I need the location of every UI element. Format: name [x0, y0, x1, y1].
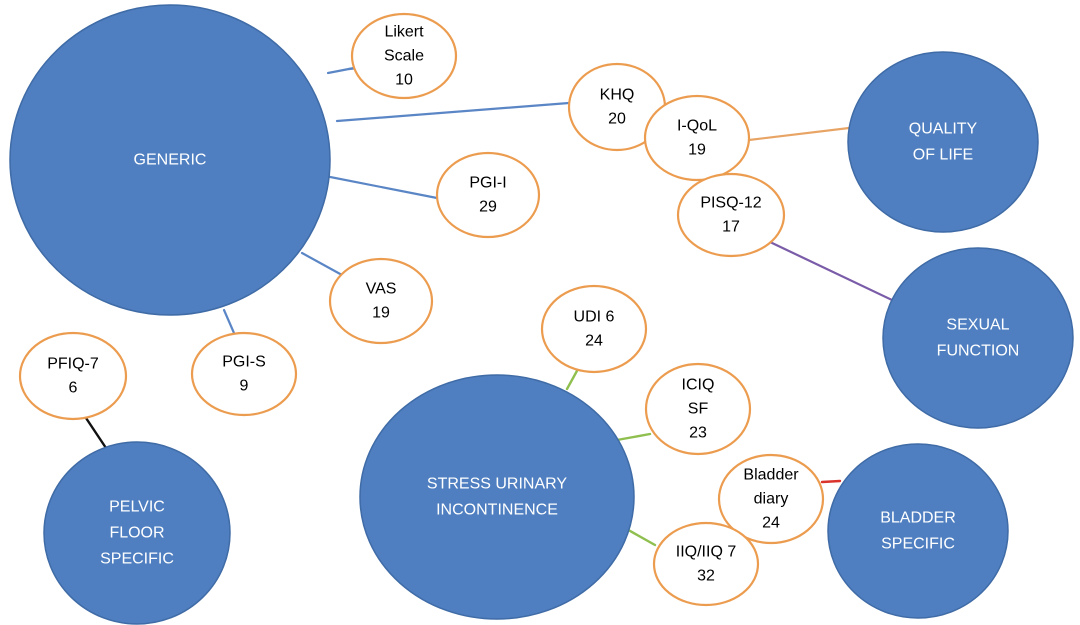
category-label-line: GENERIC	[134, 152, 207, 169]
instrument-circle	[676, 172, 786, 258]
instrument-label-line: IIQ/IIQ 7	[676, 544, 737, 561]
instrument-label-line: 19	[372, 305, 390, 322]
category-circle	[847, 51, 1039, 233]
category-label-line: BLADDER	[880, 510, 956, 527]
instrument-label-line: 24	[762, 515, 780, 532]
category-label-line: STRESS URINARY	[427, 476, 568, 493]
category-label-line: INCONTINENCE	[436, 502, 558, 519]
instrument-label-line: ICIQ	[682, 377, 715, 394]
connector-line	[335, 101, 571, 123]
category-label-line: FUNCTION	[937, 343, 1020, 360]
instrument-circle	[540, 284, 648, 374]
instrument-node-iqol: I-QoL 19	[643, 94, 751, 182]
instrument-label-line: SF	[688, 401, 709, 418]
category-label-line: QUALITY	[909, 121, 978, 138]
instrument-node-pgis: PGI-S 9	[190, 331, 298, 417]
connector-line	[768, 240, 894, 302]
instrument-label-line: VAS	[366, 281, 397, 298]
category-label-line: SPECIFIC	[100, 551, 174, 568]
instrument-circle	[18, 331, 128, 421]
instrument-label-line: 24	[585, 333, 603, 350]
instrument-label-line: UDI 6	[574, 309, 615, 326]
connector-line	[222, 308, 236, 335]
connector-line	[820, 479, 842, 484]
instrument-label-line: I-QoL	[677, 118, 717, 135]
instrument-circle	[350, 12, 458, 100]
instrument-label-line: PGI-I	[469, 175, 506, 192]
category-label-line: PELVIC	[109, 499, 165, 516]
instrument-label-line: PFIQ-7	[47, 356, 99, 373]
category-node-stress-urinary-incontinence: STRESS URINARY INCONTINENCE	[359, 374, 635, 620]
instrument-label-line: Scale	[384, 48, 424, 65]
instrument-circle	[717, 453, 825, 545]
instrument-label-line: 20	[608, 111, 626, 128]
instrument-label-line: PGI-S	[222, 354, 266, 371]
category-label-line: SPECIFIC	[881, 536, 955, 553]
instrument-circle	[190, 331, 298, 417]
connector-line	[300, 251, 344, 277]
instrument-circle	[652, 521, 760, 607]
instrument-label-line: Likert	[384, 24, 424, 41]
category-layer: GENERIC QUALITY OF LIFE SEXUAL FUNCTION STRES…	[9, 4, 1074, 625]
instrument-circle	[435, 151, 541, 239]
category-label-line: SEXUAL	[946, 317, 1009, 334]
instrument-label-line: 29	[479, 199, 497, 216]
connector-line	[747, 126, 851, 142]
connector-line	[326, 66, 356, 75]
instrument-node-bladderdiary: Bladder diary 24	[717, 453, 825, 545]
instrument-node-vas: VAS 19	[328, 257, 434, 345]
connector-line	[565, 367, 580, 391]
category-circle	[359, 374, 635, 620]
instrument-label-line: 6	[69, 380, 78, 397]
category-circle	[882, 247, 1074, 429]
connector-line	[84, 416, 110, 453]
instrument-label-line: 17	[722, 219, 740, 236]
instrument-circle	[328, 257, 434, 345]
instrument-node-udi6: UDI 6 24	[540, 284, 648, 374]
instrument-label-line: 9	[240, 378, 249, 395]
category-node-bladder-specific: BLADDER SPECIFIC	[827, 443, 1009, 619]
instrument-label-line: 19	[688, 142, 706, 159]
instrument-label-line: diary	[754, 491, 789, 508]
instrument-node-iiq: IIQ/IIQ 7 32	[652, 521, 760, 607]
instrument-node-pisq12: PISQ-12 17	[676, 172, 786, 258]
instrument-label-line: 32	[697, 568, 715, 585]
instrument-label-line: PISQ-12	[700, 195, 761, 212]
category-node-quality-of-life: QUALITY OF LIFE	[847, 51, 1039, 233]
category-label-line: OF LIFE	[913, 147, 973, 164]
category-node-sexual-function: SEXUAL FUNCTION	[882, 247, 1074, 429]
instrument-node-iciqsf: ICIQ SF 23	[644, 362, 752, 456]
instrument-label-line: Bladder	[743, 467, 799, 484]
instrument-node-pfiq7: PFIQ-7 6	[18, 331, 128, 421]
instrument-label-line: KHQ	[600, 87, 635, 104]
instrument-circle	[644, 362, 752, 456]
connector-line	[615, 432, 652, 442]
category-node-pelvic-floor-specific: PELVIC FLOOR SPECIFIC	[43, 441, 231, 625]
instrument-node-pgii: PGI-I 29	[435, 151, 541, 239]
category-circle	[9, 4, 331, 316]
connector-line	[318, 173, 439, 200]
category-circle	[43, 441, 231, 625]
instrument-node-khq: KHQ 20	[567, 62, 667, 152]
instrument-label-line: 23	[689, 425, 707, 442]
category-label-line: FLOOR	[109, 525, 164, 542]
category-circle	[827, 443, 1009, 619]
instrument-circle	[643, 94, 751, 182]
category-node-generic: GENERIC	[9, 4, 331, 316]
instrument-label-line: 10	[395, 72, 413, 89]
